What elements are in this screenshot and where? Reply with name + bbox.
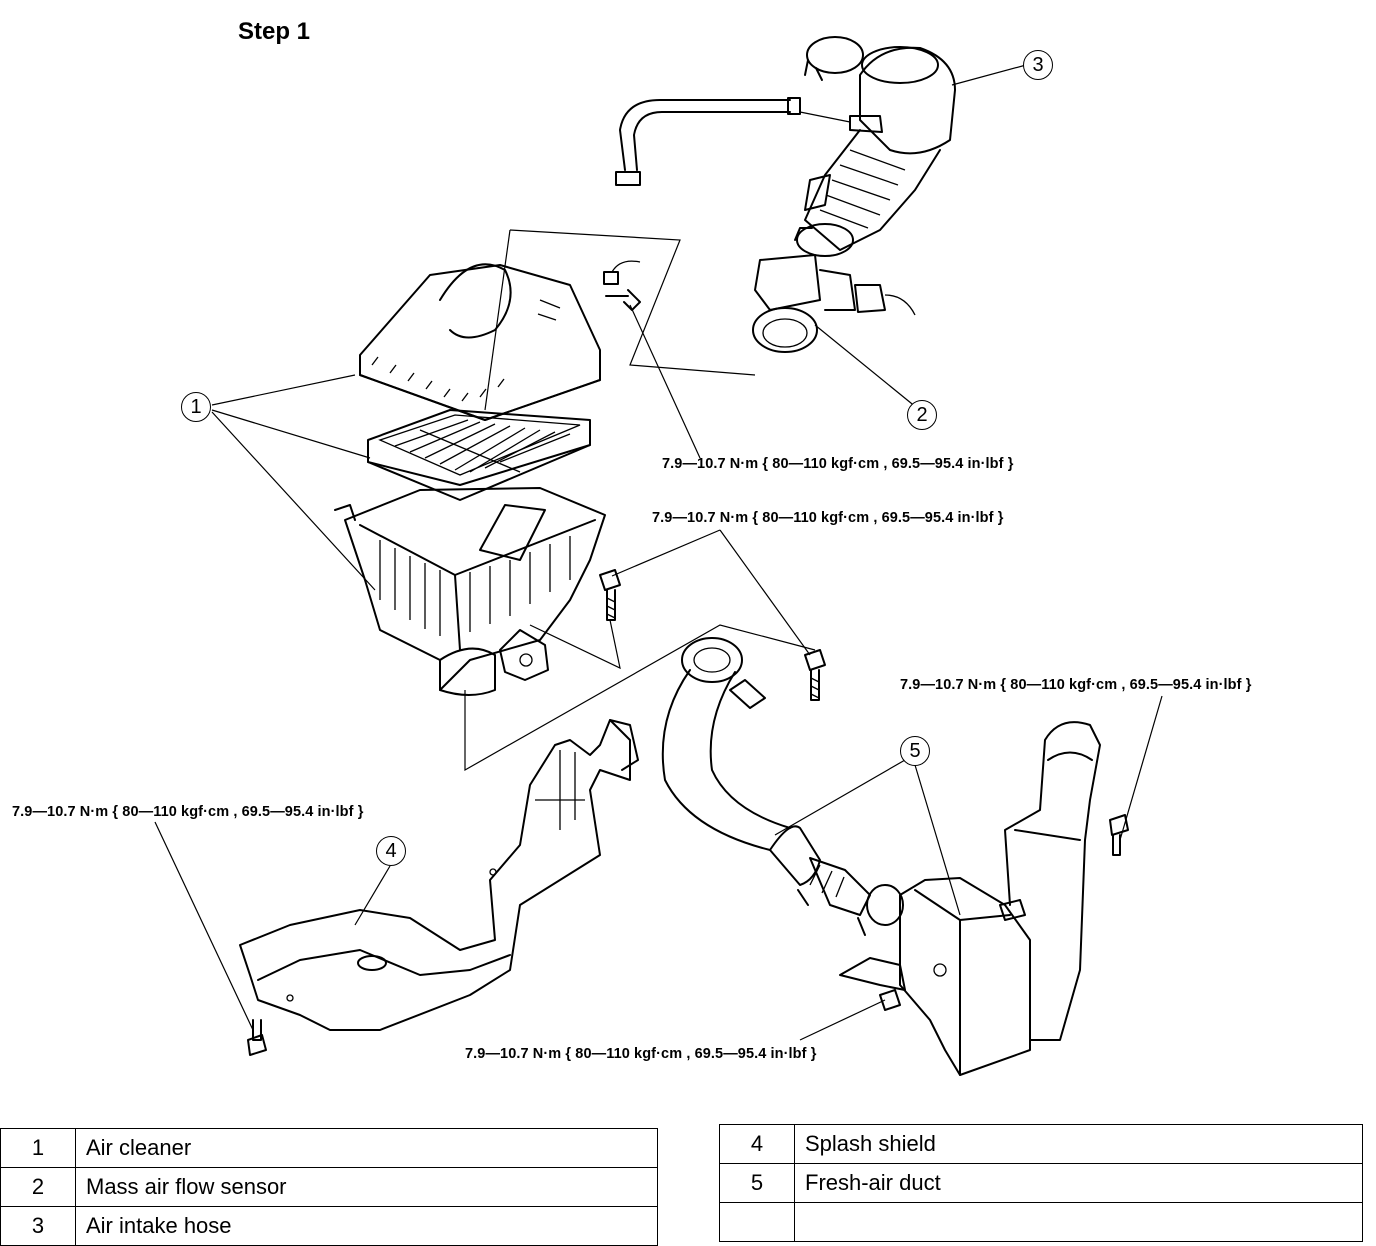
callout-1: 1 [181, 392, 211, 422]
mounting-bolt-mid-right [804, 649, 826, 701]
air-cleaner-cover [359, 263, 601, 421]
step-title: Step 1 [238, 18, 311, 45]
splash-shield [239, 719, 639, 1031]
legend-part-name: Air intake hose [75, 1206, 658, 1246]
legend-row: 4 Splash shield [719, 1124, 1363, 1164]
torque-spec-cover-bolt: 7.9—10.7 N·m { 80—110 kgf·cm , 69.5—95.4… [662, 456, 1014, 472]
callout-3: 3 [1023, 50, 1053, 80]
torque-spec-shield-bolt: 7.9—10.7 N·m { 80—110 kgf·cm , 69.5—95.4… [12, 804, 364, 820]
legend-row: 2 Mass air flow sensor [0, 1167, 658, 1207]
air-intake-hose [804, 36, 956, 251]
legend-part-name: Splash shield [794, 1124, 1363, 1164]
legend-number: 4 [719, 1124, 795, 1164]
legend-part-name: Fresh-air duct [794, 1163, 1363, 1203]
legend-number: 2 [0, 1167, 76, 1207]
callout-2: 2 [907, 400, 937, 430]
torque-spec-duct-bolt: 7.9—10.7 N·m { 80—110 kgf·cm , 69.5—95.4… [900, 677, 1252, 693]
fresh-air-duct-body [839, 721, 1129, 1076]
air-cleaner-case [334, 487, 606, 696]
mass-air-flow-sensor [752, 223, 916, 353]
legend-number: 5 [719, 1163, 795, 1203]
legend-row-empty [719, 1202, 1363, 1242]
legend-number: 3 [0, 1206, 76, 1246]
legend-row: 3 Air intake hose [0, 1206, 658, 1246]
parts-legend-right: 4 Splash shield 5 Fresh-air duct [719, 1124, 1363, 1242]
callout-5: 5 [900, 736, 930, 766]
legend-row: 1 Air cleaner [0, 1128, 658, 1168]
legend-number-empty [719, 1202, 795, 1242]
fresh-air-duct-tube [661, 637, 904, 936]
legend-number: 1 [0, 1128, 76, 1168]
parts-legend-left: 1 Air cleaner 2 Mass air flow sensor 3 A… [0, 1128, 658, 1246]
parts-drawing [154, 36, 1163, 1076]
legend-part-name: Air cleaner [75, 1128, 658, 1168]
callout-4: 4 [376, 836, 406, 866]
breather-hose [615, 97, 883, 186]
sensor-connector-plug [603, 260, 641, 311]
torque-spec-case-bolt: 7.9—10.7 N·m { 80—110 kgf·cm , 69.5—95.4… [652, 510, 1004, 526]
legend-row: 5 Fresh-air duct [719, 1163, 1363, 1203]
mounting-bolt-mid-left [599, 569, 621, 621]
air-filter-element [367, 409, 591, 501]
legend-part-name: Mass air flow sensor [75, 1167, 658, 1207]
legend-part-name-empty [794, 1202, 1363, 1242]
torque-spec-duct-bracket-bolt: 7.9—10.7 N·m { 80—110 kgf·cm , 69.5—95.4… [465, 1046, 817, 1062]
